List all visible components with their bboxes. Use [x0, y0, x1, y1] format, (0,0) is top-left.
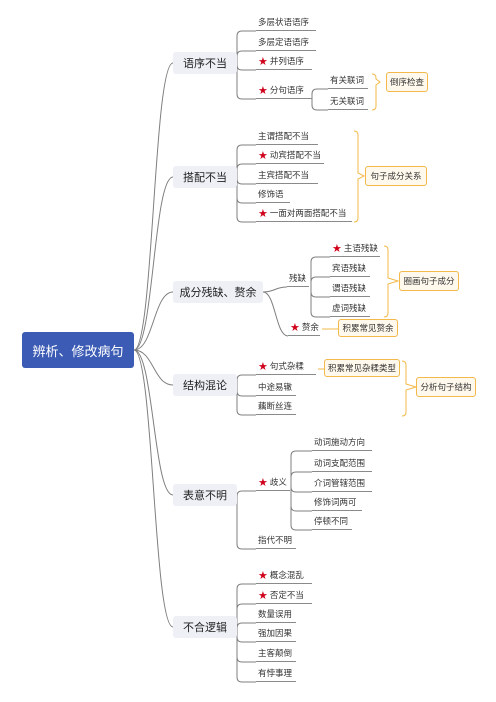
leaf-node[interactable]: 介词管辖范围	[312, 478, 372, 492]
note-mixing-types[interactable]: 积累常见杂糅类型	[324, 359, 400, 377]
note-analyze-structure[interactable]: 分析句子结构	[416, 377, 476, 397]
leaf-node[interactable]: 主客颠倒	[256, 648, 296, 662]
note-common-redundancy[interactable]: 积累常见赘余	[338, 319, 398, 337]
leaf-node[interactable]: 有悖事理	[256, 668, 296, 682]
leaf-node[interactable]: ★主语残缺	[330, 243, 380, 257]
leaf-node[interactable]: 宾语残缺	[330, 263, 370, 277]
red-star-icon: ★	[258, 476, 268, 489]
leaf-node[interactable]: 动词施动方向	[312, 437, 372, 451]
leaf-node[interactable]: 停顿不同	[312, 516, 352, 530]
leaf-node[interactable]: 中途易辙	[256, 382, 296, 396]
root-node[interactable]: 辨析、修改病句	[22, 332, 134, 368]
leaf-node[interactable]: 修饰语	[256, 189, 290, 203]
leaf-node[interactable]: 多层状语语序	[256, 17, 316, 31]
red-star-icon: ★	[258, 569, 268, 582]
leaf-node[interactable]: 强加因果	[256, 628, 296, 642]
red-star-icon: ★	[258, 55, 268, 68]
branch-meaning[interactable]: 表意不明	[173, 484, 237, 506]
leaf-node[interactable]: ★并列语序	[256, 56, 312, 70]
note-reverse-check[interactable]: 倒序检查	[386, 72, 428, 92]
red-star-icon: ★	[258, 589, 268, 602]
note-mark-components[interactable]: 圈画句子成分	[399, 271, 459, 291]
red-star-icon: ★	[258, 207, 268, 220]
branch-logic[interactable]: 不合逻辑	[173, 616, 237, 638]
leaf-node[interactable]: ★动宾搭配不当	[256, 150, 324, 164]
leaf-node[interactable]: ★赘余	[288, 321, 320, 336]
leaf-node[interactable]: 残缺	[287, 273, 309, 287]
leaf-node[interactable]: 修饰词两可	[312, 497, 362, 511]
leaf-node[interactable]: 藕断丝连	[256, 401, 296, 415]
leaf-node[interactable]: 有关联词	[328, 75, 368, 89]
leaf-node[interactable]: 谓语残缺	[330, 283, 370, 297]
branch-word-order[interactable]: 语序不当	[173, 52, 237, 74]
red-star-icon: ★	[258, 149, 268, 162]
note-sentence-components[interactable]: 句子成分关系	[365, 166, 427, 186]
branch-missing-redundant[interactable]: 成分残缺、赘余	[173, 281, 263, 303]
leaf-node[interactable]: ★分句语序	[256, 85, 312, 99]
leaf-node[interactable]: ★一面对两面搭配不当	[256, 208, 352, 222]
leaf-node[interactable]: ★否定不当	[256, 590, 312, 604]
leaf-node[interactable]: 主宾搭配不当	[256, 170, 318, 184]
leaf-node[interactable]: 无关联词	[328, 96, 368, 110]
leaf-node[interactable]: 虚词残缺	[330, 303, 370, 317]
leaf-node[interactable]: 动词支配范围	[312, 458, 372, 472]
red-star-icon: ★	[290, 321, 300, 334]
branch-structure[interactable]: 结构混论	[173, 374, 237, 396]
red-star-icon: ★	[258, 360, 268, 373]
leaf-node[interactable]: ★句式杂糅	[256, 361, 316, 375]
branch-collocation[interactable]: 搭配不当	[173, 166, 237, 188]
red-star-icon: ★	[332, 242, 342, 255]
leaf-node[interactable]: ★歧义	[256, 477, 290, 491]
leaf-node[interactable]: 多层定语语序	[256, 37, 316, 51]
leaf-node[interactable]: 主谓搭配不当	[256, 131, 318, 145]
red-star-icon: ★	[258, 84, 268, 97]
leaf-node[interactable]: 指代不明	[256, 535, 296, 549]
leaf-node[interactable]: 数量误用	[256, 609, 296, 623]
leaf-node[interactable]: ★概念混乱	[256, 570, 312, 584]
